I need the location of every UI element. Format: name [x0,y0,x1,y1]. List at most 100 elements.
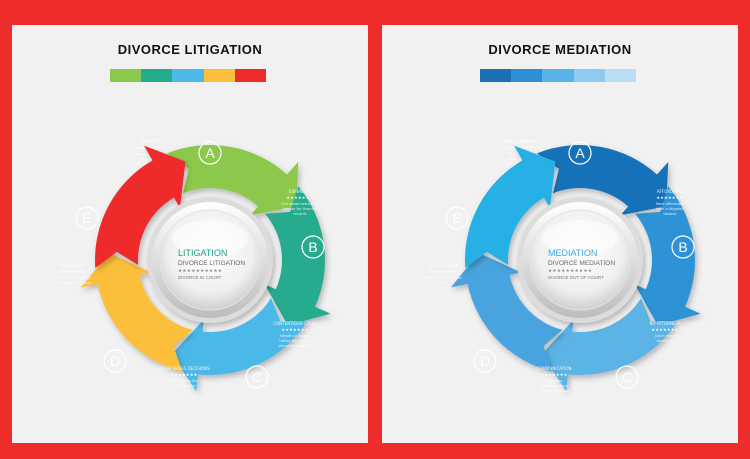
legend-swatch [172,69,204,82]
segment-stars: ★★★★★★★ [281,327,308,332]
segment-b: B EXPENSIVE★★★★★★★ Can adapt extra timeSpo… [264,186,331,326]
segment-description-line: Wealth or assets [280,334,310,338]
cycle-arrow [166,145,299,216]
cycle-arrow [465,145,556,269]
legend-swatch [234,69,267,82]
segment-title: SLOWER [141,139,158,144]
hub-footer: DIVORCE IN COURT [178,275,222,280]
segment-stars: ★★★★★★★ [58,269,85,274]
segment-description-line: Cost more than any [54,276,90,280]
hub-title: MEDIATION [548,248,597,258]
segment-description-line: your spouse [139,157,162,161]
cycle-arrow [171,298,308,392]
segment-description-line: records [293,212,306,216]
panel-title: DIVORCE MEDIATION [488,42,632,57]
segment-description-line: other kind of divorce [53,281,91,285]
segment-description-line: Promotes [546,379,563,383]
segment-title: CONTENTIOUS CASES [273,321,317,326]
letter-badge [245,365,269,389]
segment-stars: ★★★★★★★ [428,269,455,274]
segment-letter: D [480,353,490,369]
cycle-arrow [450,252,563,372]
segment-title: NO ATTORNEYS [649,321,681,326]
legend-swatch [604,69,637,82]
legend-swatch [141,69,173,82]
legend-swatch [573,69,605,82]
segment-description-line: divorce [663,212,677,216]
legend-swatch [511,69,543,82]
segment-title: COST MORE [60,263,85,268]
segment-stars: ★★★★★★★ [170,372,197,377]
segment-title: OUT OF COURT [427,263,458,268]
segment-title: COMMUNICATION [537,366,572,371]
segment-letter: D [110,353,120,369]
letter-badge [445,206,469,230]
letter-badge [103,349,127,373]
legend-swatch [480,69,512,82]
segment-description-line: Don't need [655,334,675,338]
color-legend-bar [110,69,267,82]
cycle-arrow [634,186,701,326]
color-legend-bar [480,69,637,82]
segment-title: EXPENSIVE [289,189,312,194]
legend-swatch [110,69,142,82]
segment-letter: A [205,145,215,161]
hub-title: LITIGATION [178,248,227,258]
segment-description-line: final decision [172,384,196,388]
segment-letter: E [82,210,91,226]
segment-title: MORE CONTROL [504,139,537,144]
segment-description-line: Can adapt extra time [281,202,320,206]
segment-d: D COMMUNICATION★★★★★★★ Promotescommunicati… [450,252,572,393]
segment-description-line: between spouses [538,389,569,393]
litigation-panel: DIVORCE LITIGATION ASLOWER★★★★★★★Results… [12,25,368,443]
cycle-arrow [536,145,669,216]
hub-subtitle: DIVORCE LITIGATION [178,260,245,267]
segment-title: AFFORDABLE [657,189,684,194]
segment-description-line: attorneys [656,339,673,343]
segment-stars: ★★★★★★★ [651,327,678,332]
cycle-arrow [541,298,678,392]
segment-stars: ★★★★★★★ [656,195,683,200]
segment-stars: ★★★★★★★ [136,145,163,150]
segment-description-line: settle [437,281,448,285]
center-hub: LITIGATION DIVORCE LITIGATION★★★★★★★★★★DI… [147,197,273,323]
segment-letter: A [575,145,585,161]
segment-description-line: communication [540,384,568,388]
segment-description-line: Spouse for financial [282,207,318,211]
hub-stars: ★★★★★★★★★★ [178,268,222,274]
segment-title: JUDGE MAKES DECISIONS [157,366,210,371]
letter-badge [671,235,695,259]
segment-description-line: More affordable [656,202,685,206]
segment-description-line: hiding things and [279,339,310,343]
segment-letter: B [308,239,317,255]
segment-description-line: than a litigated [656,207,683,211]
segment-letter: C [252,369,262,385]
hub-stars: ★★★★★★★★★★ [548,268,592,274]
cycle-arrow [264,186,331,326]
segment-letter: C [622,369,632,385]
hub-subtitle: DIVORCE MEDIATION [548,260,615,267]
segment-stars: ★★★★★★★ [286,195,313,200]
legend-swatch [542,69,574,82]
cycle-arrow [80,252,193,372]
letter-badge [75,206,99,230]
segment-letter: B [678,239,687,255]
panel-title: DIVORCE LITIGATION [117,42,263,57]
segment-description-line: domestic violence [279,344,312,348]
letter-badge [198,141,222,165]
segment-description-line: control over the [506,157,535,161]
segment-stars: ★★★★★★★ [506,145,533,150]
legend-swatch [203,69,235,82]
segment-letter: E [452,210,461,226]
segment-description-line: No fighting in court to [422,276,461,280]
segment-stars: ★★★★★★★ [540,372,567,377]
